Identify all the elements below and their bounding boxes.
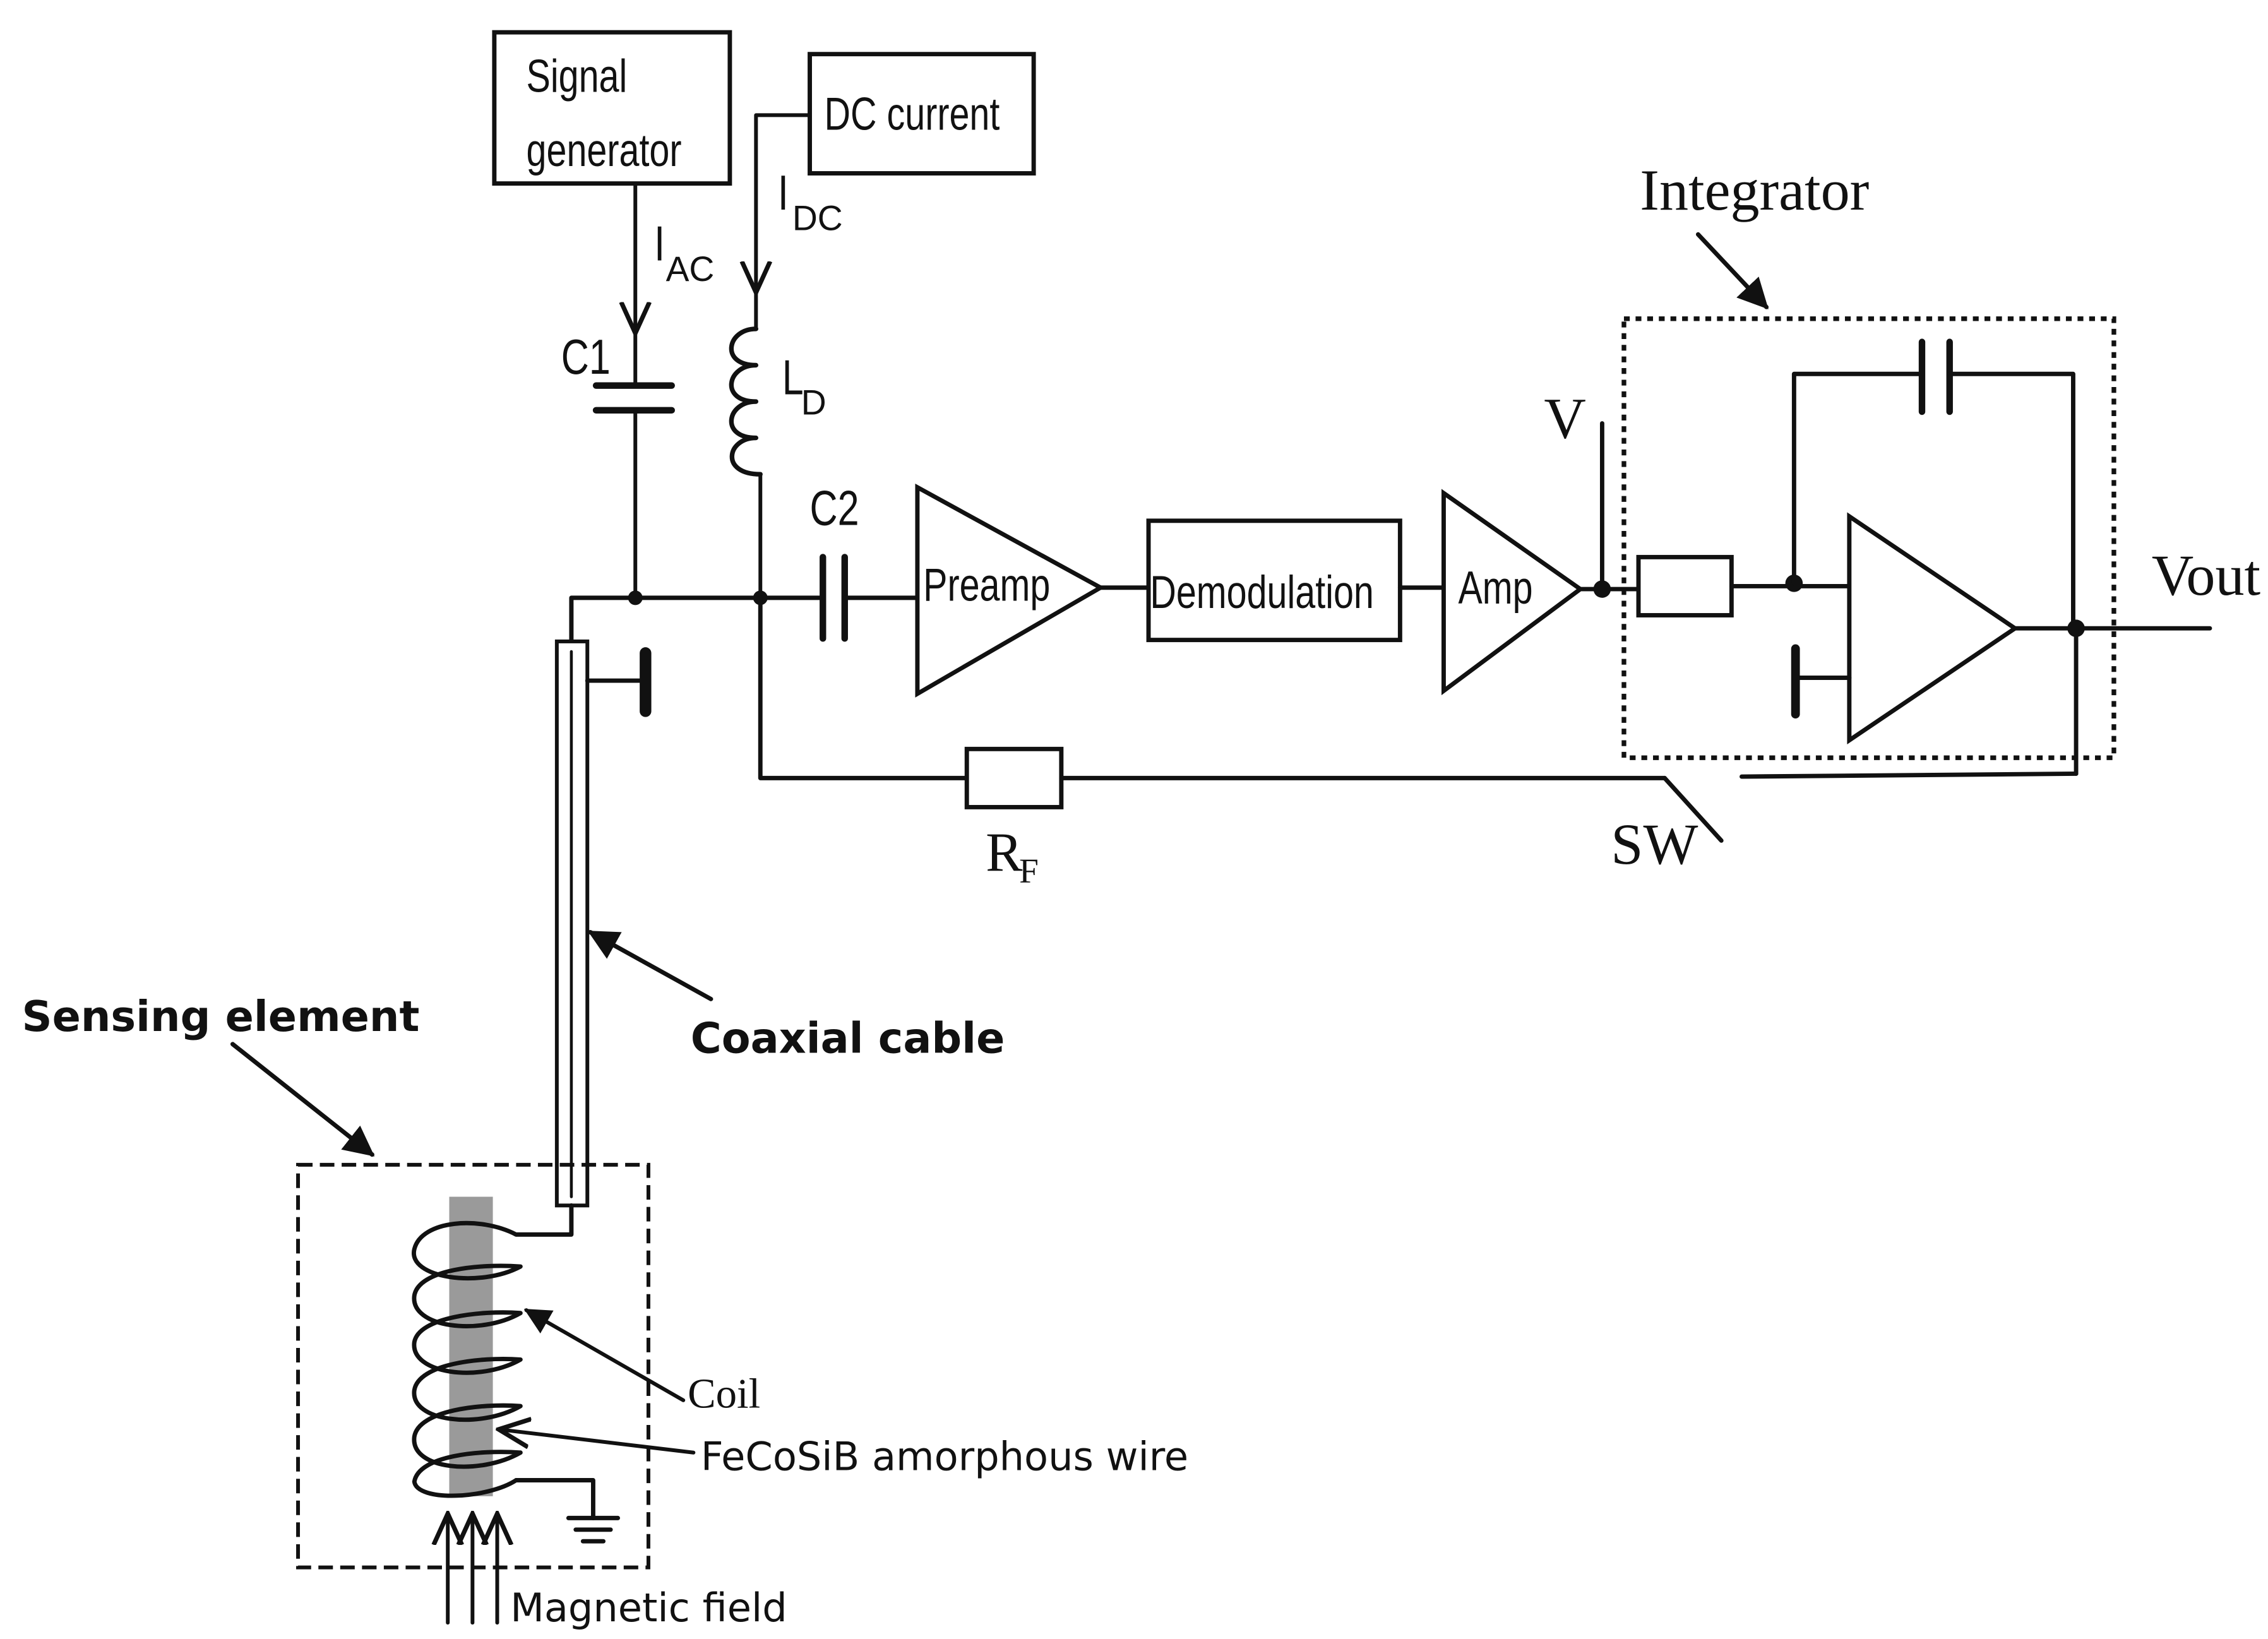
sensing-element-label: Sensing element xyxy=(22,992,420,1041)
preamp-label: Preamp xyxy=(923,559,1050,612)
i-dc-subscript: DC xyxy=(792,198,843,237)
junction-node-c1 xyxy=(628,590,643,605)
amp-block: Amp xyxy=(1441,489,1584,696)
c2-label: C2 xyxy=(810,480,859,535)
coil-label: Coil xyxy=(688,1371,760,1417)
i-dc-label: I xyxy=(778,165,789,220)
signal-generator-block: Signal generator xyxy=(492,30,732,186)
integrator-label: Integrator xyxy=(1640,158,1869,222)
wire-label: FeCoSiB amorphous wire xyxy=(701,1433,1188,1479)
dc-current-block: DC current xyxy=(808,52,1036,176)
r-f-label: R xyxy=(986,822,1023,883)
r-f-subscript: F xyxy=(1019,852,1039,890)
signal-generator-label-line2: generator xyxy=(527,124,682,177)
i-ac-label: I xyxy=(654,215,665,271)
amp-label: Amp xyxy=(1458,562,1532,614)
main-signal-line: C2 xyxy=(569,480,920,644)
l-d-subscript: D xyxy=(801,383,827,422)
coaxial-cable-label: Coaxial cable xyxy=(691,1014,1005,1063)
vout-label: Vout xyxy=(2152,543,2261,607)
preamp-block: Preamp xyxy=(915,484,1106,698)
demodulation-label: Demodulation xyxy=(1150,566,1374,619)
v-node: V xyxy=(1544,386,1641,598)
coil xyxy=(412,1203,621,1544)
coaxial-cable: Coaxial cable xyxy=(554,639,1005,1208)
magnetic-field-label: Magnetic field xyxy=(510,1585,787,1631)
feedback-branch: R F SW xyxy=(758,595,2079,890)
integrator-block: Integrator Vout xyxy=(1621,158,2261,776)
ac-feed-branch: I AC C1 xyxy=(561,181,715,600)
i-ac-subscript: AC xyxy=(666,249,715,289)
sensing-element: Sensing element Coil FeCoSiB amorphous w… xyxy=(22,992,1189,1631)
dc-current-label: DC current xyxy=(825,88,1000,141)
sw-label: SW xyxy=(1611,812,1698,876)
dc-feed-branch: I DC L D xyxy=(729,113,843,600)
junction-node-v xyxy=(1593,580,1611,598)
l-d-label: L xyxy=(782,349,804,405)
demodulation-block: Demodulation xyxy=(1146,518,1402,643)
switch-blade xyxy=(1662,775,1724,843)
amorphous-wire-core xyxy=(449,1196,493,1496)
magnetic-field-arrows xyxy=(448,1513,497,1625)
signal-generator-label-line1: Signal xyxy=(527,51,628,103)
c1-label: C1 xyxy=(561,329,611,384)
v-label: V xyxy=(1544,386,1586,451)
